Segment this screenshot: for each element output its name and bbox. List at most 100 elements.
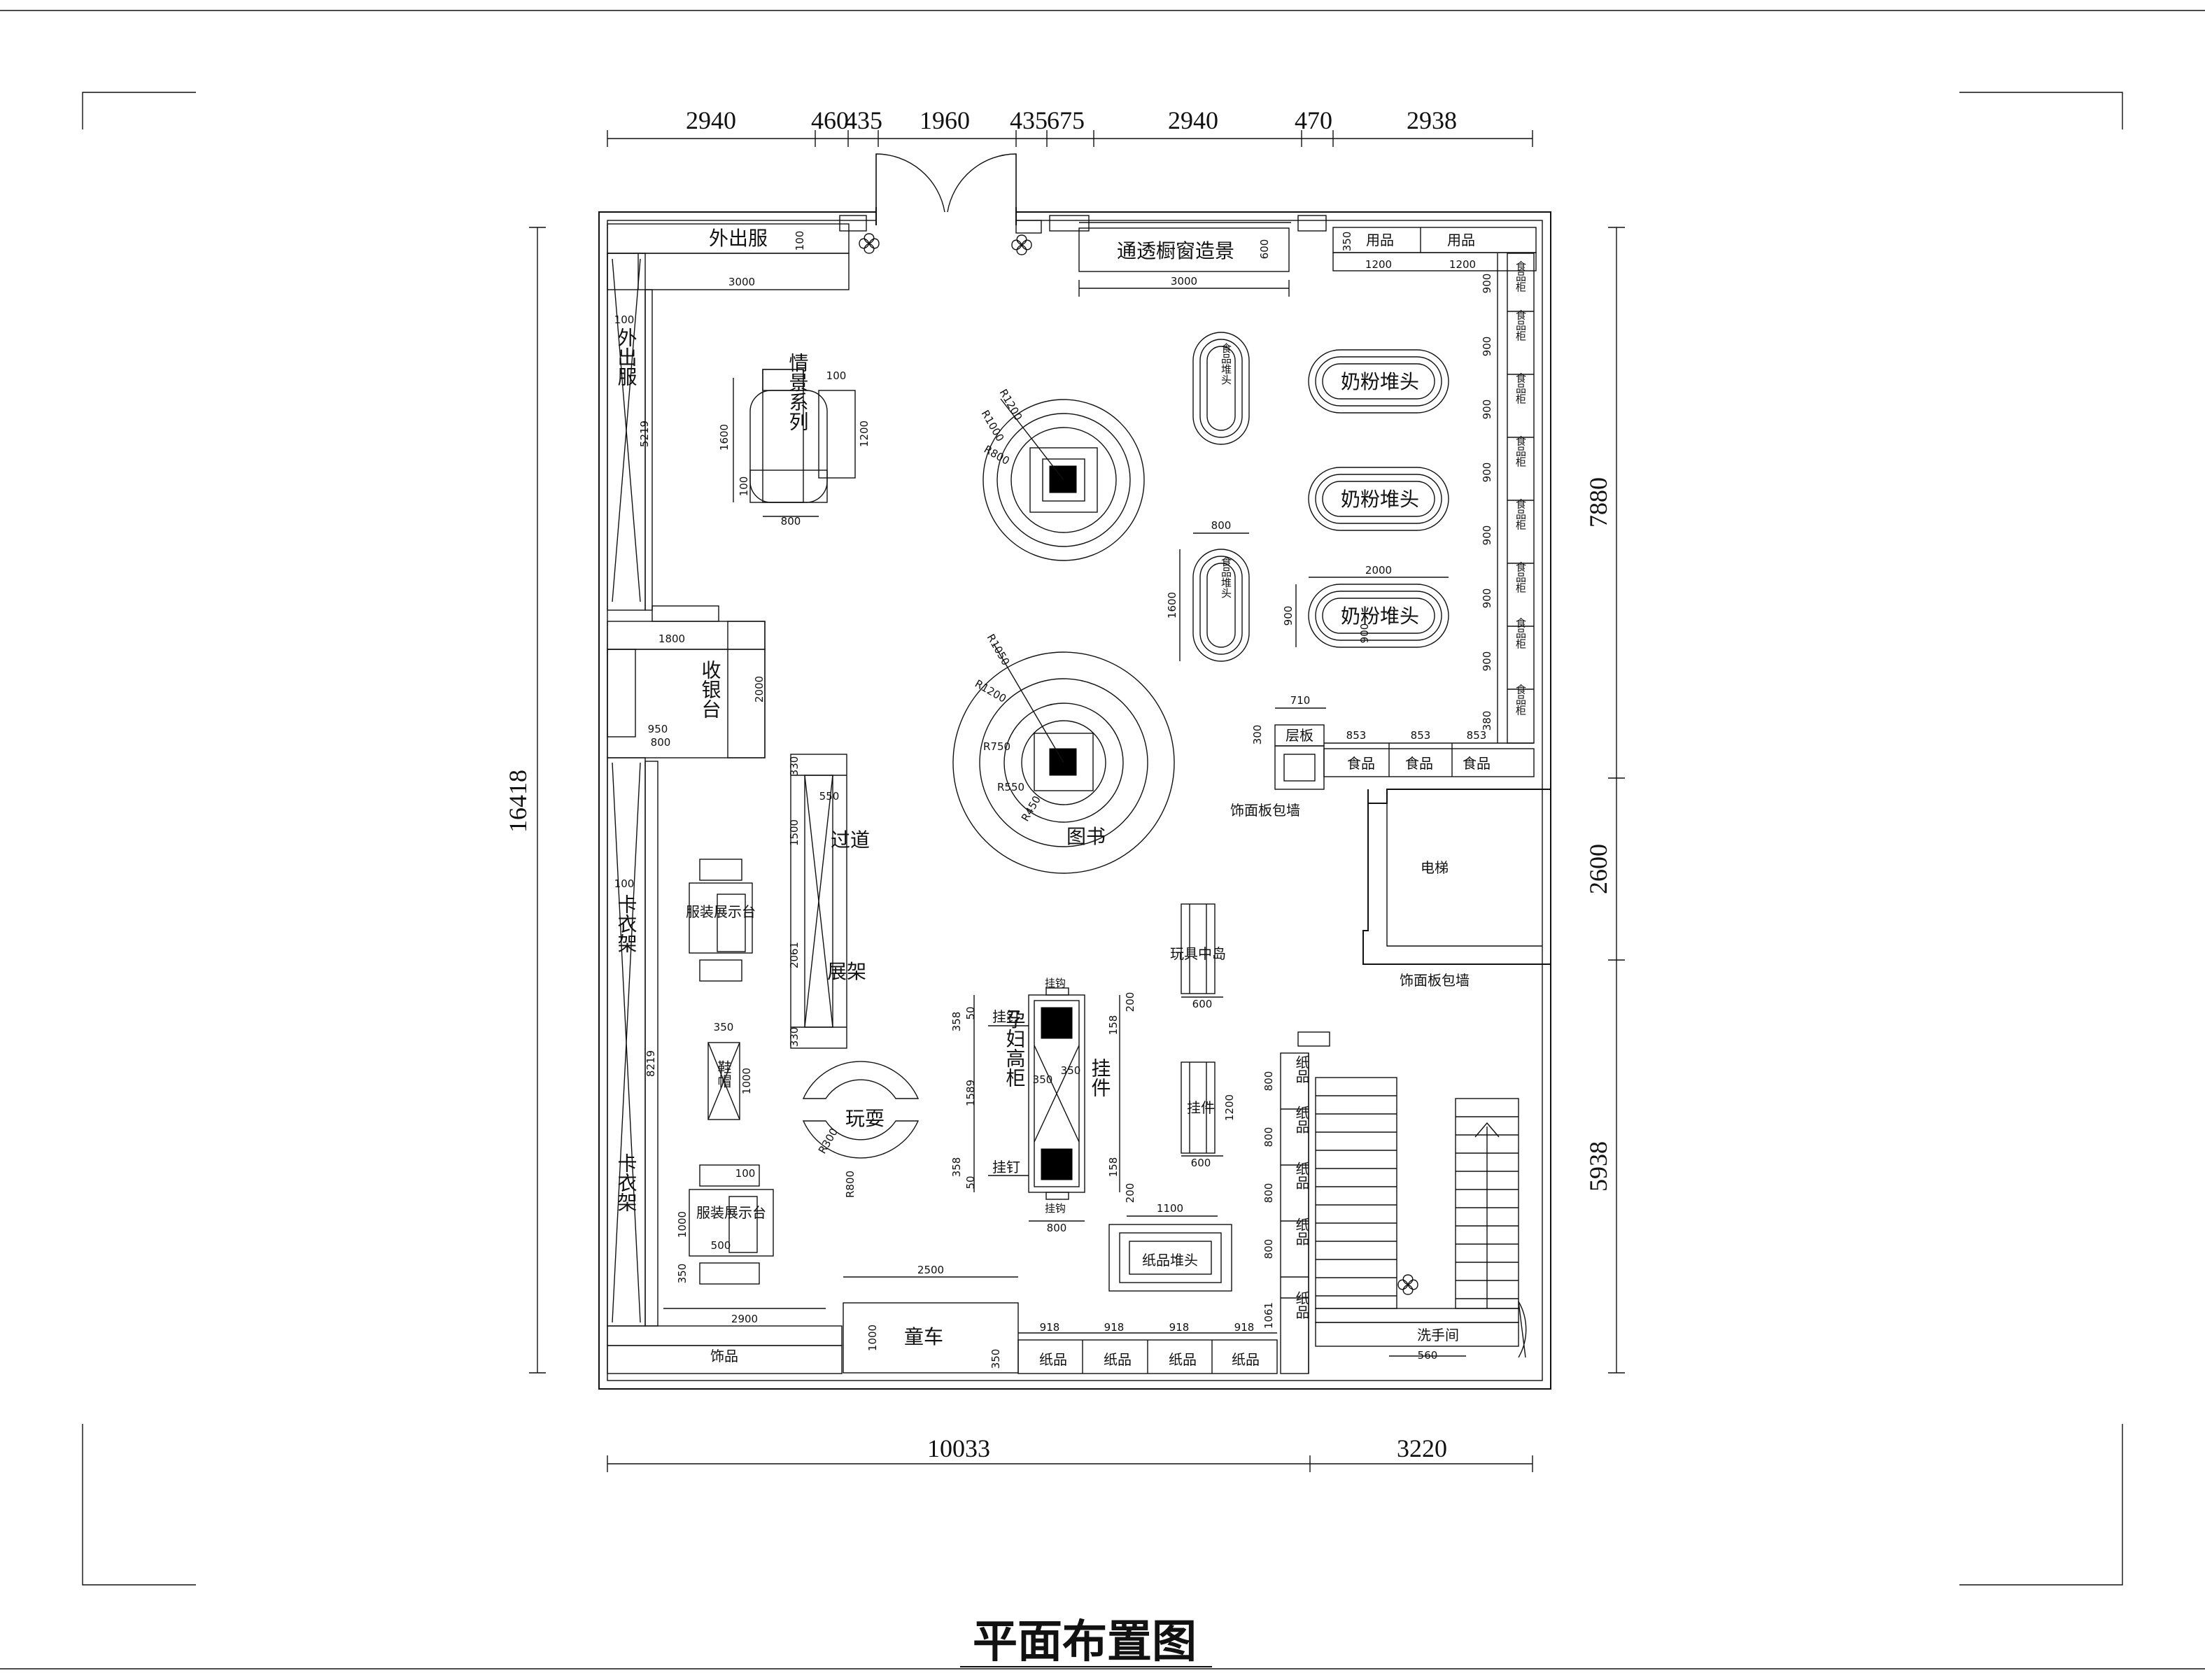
outerwear-top-shelf: 外出服 100 3000 <box>607 215 867 290</box>
paper-v1-label: 纸品 <box>1293 1055 1310 1083</box>
cashier-counter: 收银台 1800 2000 950 800 <box>607 605 766 758</box>
dim-918-a: 918 <box>1040 1321 1060 1334</box>
bottom-dimension-line: 10033 3220 <box>607 1434 1533 1472</box>
clothing-left-wall: 卡衣架 卡衣架 100 8219 <box>607 757 658 1327</box>
dim-350-b: 350 <box>714 1021 734 1033</box>
left-dimension-line: 16418 <box>504 227 546 1374</box>
dim-1100: 1100 <box>1157 1202 1183 1215</box>
outerwear-top-label: 外出服 <box>709 227 768 250</box>
plant-icon <box>1011 234 1032 255</box>
supplies-1-label: 用品 <box>1366 232 1394 248</box>
formula-stack-1-label: 奶粉堆头 <box>1341 370 1419 393</box>
food-shelf-label-8: 食品柜 <box>1514 684 1527 716</box>
radius-450: R450 <box>1019 793 1043 824</box>
stroller-area: 2500 童车 1000 <box>843 1264 1019 1374</box>
wall-cover-1-label: 饰面板包墙 <box>1230 802 1300 819</box>
right-dimension-line: 7880 2600 5938 <box>1584 227 1625 1374</box>
dim-1061: 1061 <box>1262 1302 1275 1329</box>
dim-158-b: 158 <box>1107 1157 1120 1178</box>
dim-900-d: 900 <box>1481 337 1493 357</box>
supplies-2-label: 用品 <box>1447 232 1475 248</box>
food-stack-1: 食品堆头 <box>1192 332 1250 445</box>
entrance-door-left <box>875 153 945 213</box>
supplies-shelves: 用品 用品 350 1200 1200 <box>1332 227 1537 271</box>
paper-v3-label: 纸品 <box>1293 1162 1310 1190</box>
washroom: 洗手间 560 <box>1315 1301 1527 1362</box>
hanger-top-label: 挂钉 <box>992 1008 1020 1025</box>
window-display: 通透橱窗造景 600 3000 <box>1015 215 1327 297</box>
stroller-label: 童车 <box>904 1325 943 1348</box>
maternity-cabinet-label: 孕妇高柜 <box>1003 1009 1027 1087</box>
formula-stack-3-label: 奶粉堆头 <box>1341 605 1419 628</box>
paper-stack-label: 纸品堆头 <box>1142 1252 1198 1269</box>
rack-label: 展架 <box>827 960 866 983</box>
dim-350-f: 350 <box>1061 1064 1081 1077</box>
dim-900-h: 900 <box>1481 588 1493 609</box>
toy-island: 玩具中岛 600 <box>1170 903 1226 1010</box>
top-dim-8: 470 <box>1295 106 1332 134</box>
dim-1600-a: 1600 <box>718 424 731 451</box>
maternity-cabinet: 挂钩 挂钩 挂钉 挂钉 孕妇高柜 挂件 350 350 800 358 50 1… <box>950 977 1136 1234</box>
dim-800-f: 800 <box>1262 1127 1275 1148</box>
dim-900-g: 900 <box>1481 525 1493 546</box>
right-paper-shelf: 纸品 纸品 纸品 纸品 纸品 800 800 800 800 1061 <box>1262 1031 1330 1374</box>
food-shelf-label-3: 食品柜 <box>1514 373 1527 404</box>
stair-treads-left <box>1316 1095 1397 1297</box>
right-dim-3: 5938 <box>1584 1141 1612 1192</box>
hanging-center-display: 挂件 1200 600 <box>1181 1061 1236 1169</box>
dim-800-a: 800 <box>781 515 801 528</box>
food-1-label: 食品 <box>1347 755 1375 772</box>
right-dim-1: 7880 <box>1584 477 1612 528</box>
radius-1000: R1000 <box>979 408 1007 444</box>
dim-918-c: 918 <box>1169 1321 1190 1334</box>
dim-1000-b: 1000 <box>676 1211 689 1238</box>
dim-1200-d: 1200 <box>1223 1094 1236 1121</box>
dim-560: 560 <box>1418 1349 1438 1362</box>
dim-600-c: 600 <box>1191 1157 1211 1169</box>
right-dim-2: 2600 <box>1584 844 1612 894</box>
top-dimension-line: 2940 460 435 1960 435 675 2940 470 2938 <box>607 106 1533 147</box>
radius-1200: R1200 <box>997 387 1025 423</box>
plant-icon <box>1397 1274 1418 1295</box>
dim-800-c: 800 <box>1211 519 1232 532</box>
food-2-label: 食品 <box>1405 755 1433 772</box>
top-dim-1: 2940 <box>686 106 736 134</box>
dim-2900: 2900 <box>731 1313 758 1325</box>
food-shelf-label-7: 食品柜 <box>1514 618 1527 649</box>
dim-1200-c: 1200 <box>858 421 871 447</box>
cashier-label: 收银台 <box>699 660 722 719</box>
dim-900-c: 900 <box>1481 274 1493 294</box>
books-circular-display: 图书 R1050 R1200 R750 R550 R450 <box>952 632 1175 874</box>
radius-550: R550 <box>997 781 1024 793</box>
clothing-table-2: 服装展示台 100 1000 500 350 2900 <box>663 1164 826 1325</box>
top-dim-2: 460 <box>811 106 849 134</box>
dim-358-a: 358 <box>950 1012 963 1032</box>
dim-1500: 1500 <box>788 819 801 846</box>
bottom-dim-2: 3220 <box>1397 1434 1447 1462</box>
food-stack-2: 食品堆头 800 1600 <box>1166 519 1250 662</box>
dim-800-g: 800 <box>1262 1183 1275 1203</box>
dim-330-a: 330 <box>788 756 801 777</box>
dim-600-a: 600 <box>1258 239 1271 260</box>
radius-1050: R1050 <box>985 632 1013 668</box>
wall-cover-2-label: 饰面板包墙 <box>1400 972 1470 989</box>
dim-300: 300 <box>1251 725 1264 745</box>
dim-900-i: 900 <box>1481 651 1493 672</box>
dim-330-b: 330 <box>788 1027 801 1047</box>
dim-200-a: 200 <box>1124 992 1136 1012</box>
dim-853-b: 853 <box>1411 729 1431 742</box>
food-shelf-label-6: 食品柜 <box>1514 562 1527 593</box>
dim-1800: 1800 <box>658 633 685 645</box>
formula-stack-3: 奶粉堆头 2000 900 900 <box>1282 564 1449 648</box>
paper-4-label: 纸品 <box>1232 1351 1260 1368</box>
top-dim-7: 2940 <box>1168 106 1218 134</box>
paper-v2-label: 纸品 <box>1293 1106 1310 1134</box>
food-shelf-label-1: 食品柜 <box>1514 261 1527 292</box>
clothing-table-1-label: 服装展示台 <box>686 903 756 920</box>
dim-710: 710 <box>1290 694 1311 707</box>
dim-5219: 5219 <box>638 421 651 447</box>
emotion-series-label: 情景系列 <box>787 353 810 431</box>
dim-500: 500 <box>711 1239 731 1252</box>
dim-1200-b: 1200 <box>1449 258 1476 271</box>
dim-50-a: 50 <box>964 1006 977 1019</box>
